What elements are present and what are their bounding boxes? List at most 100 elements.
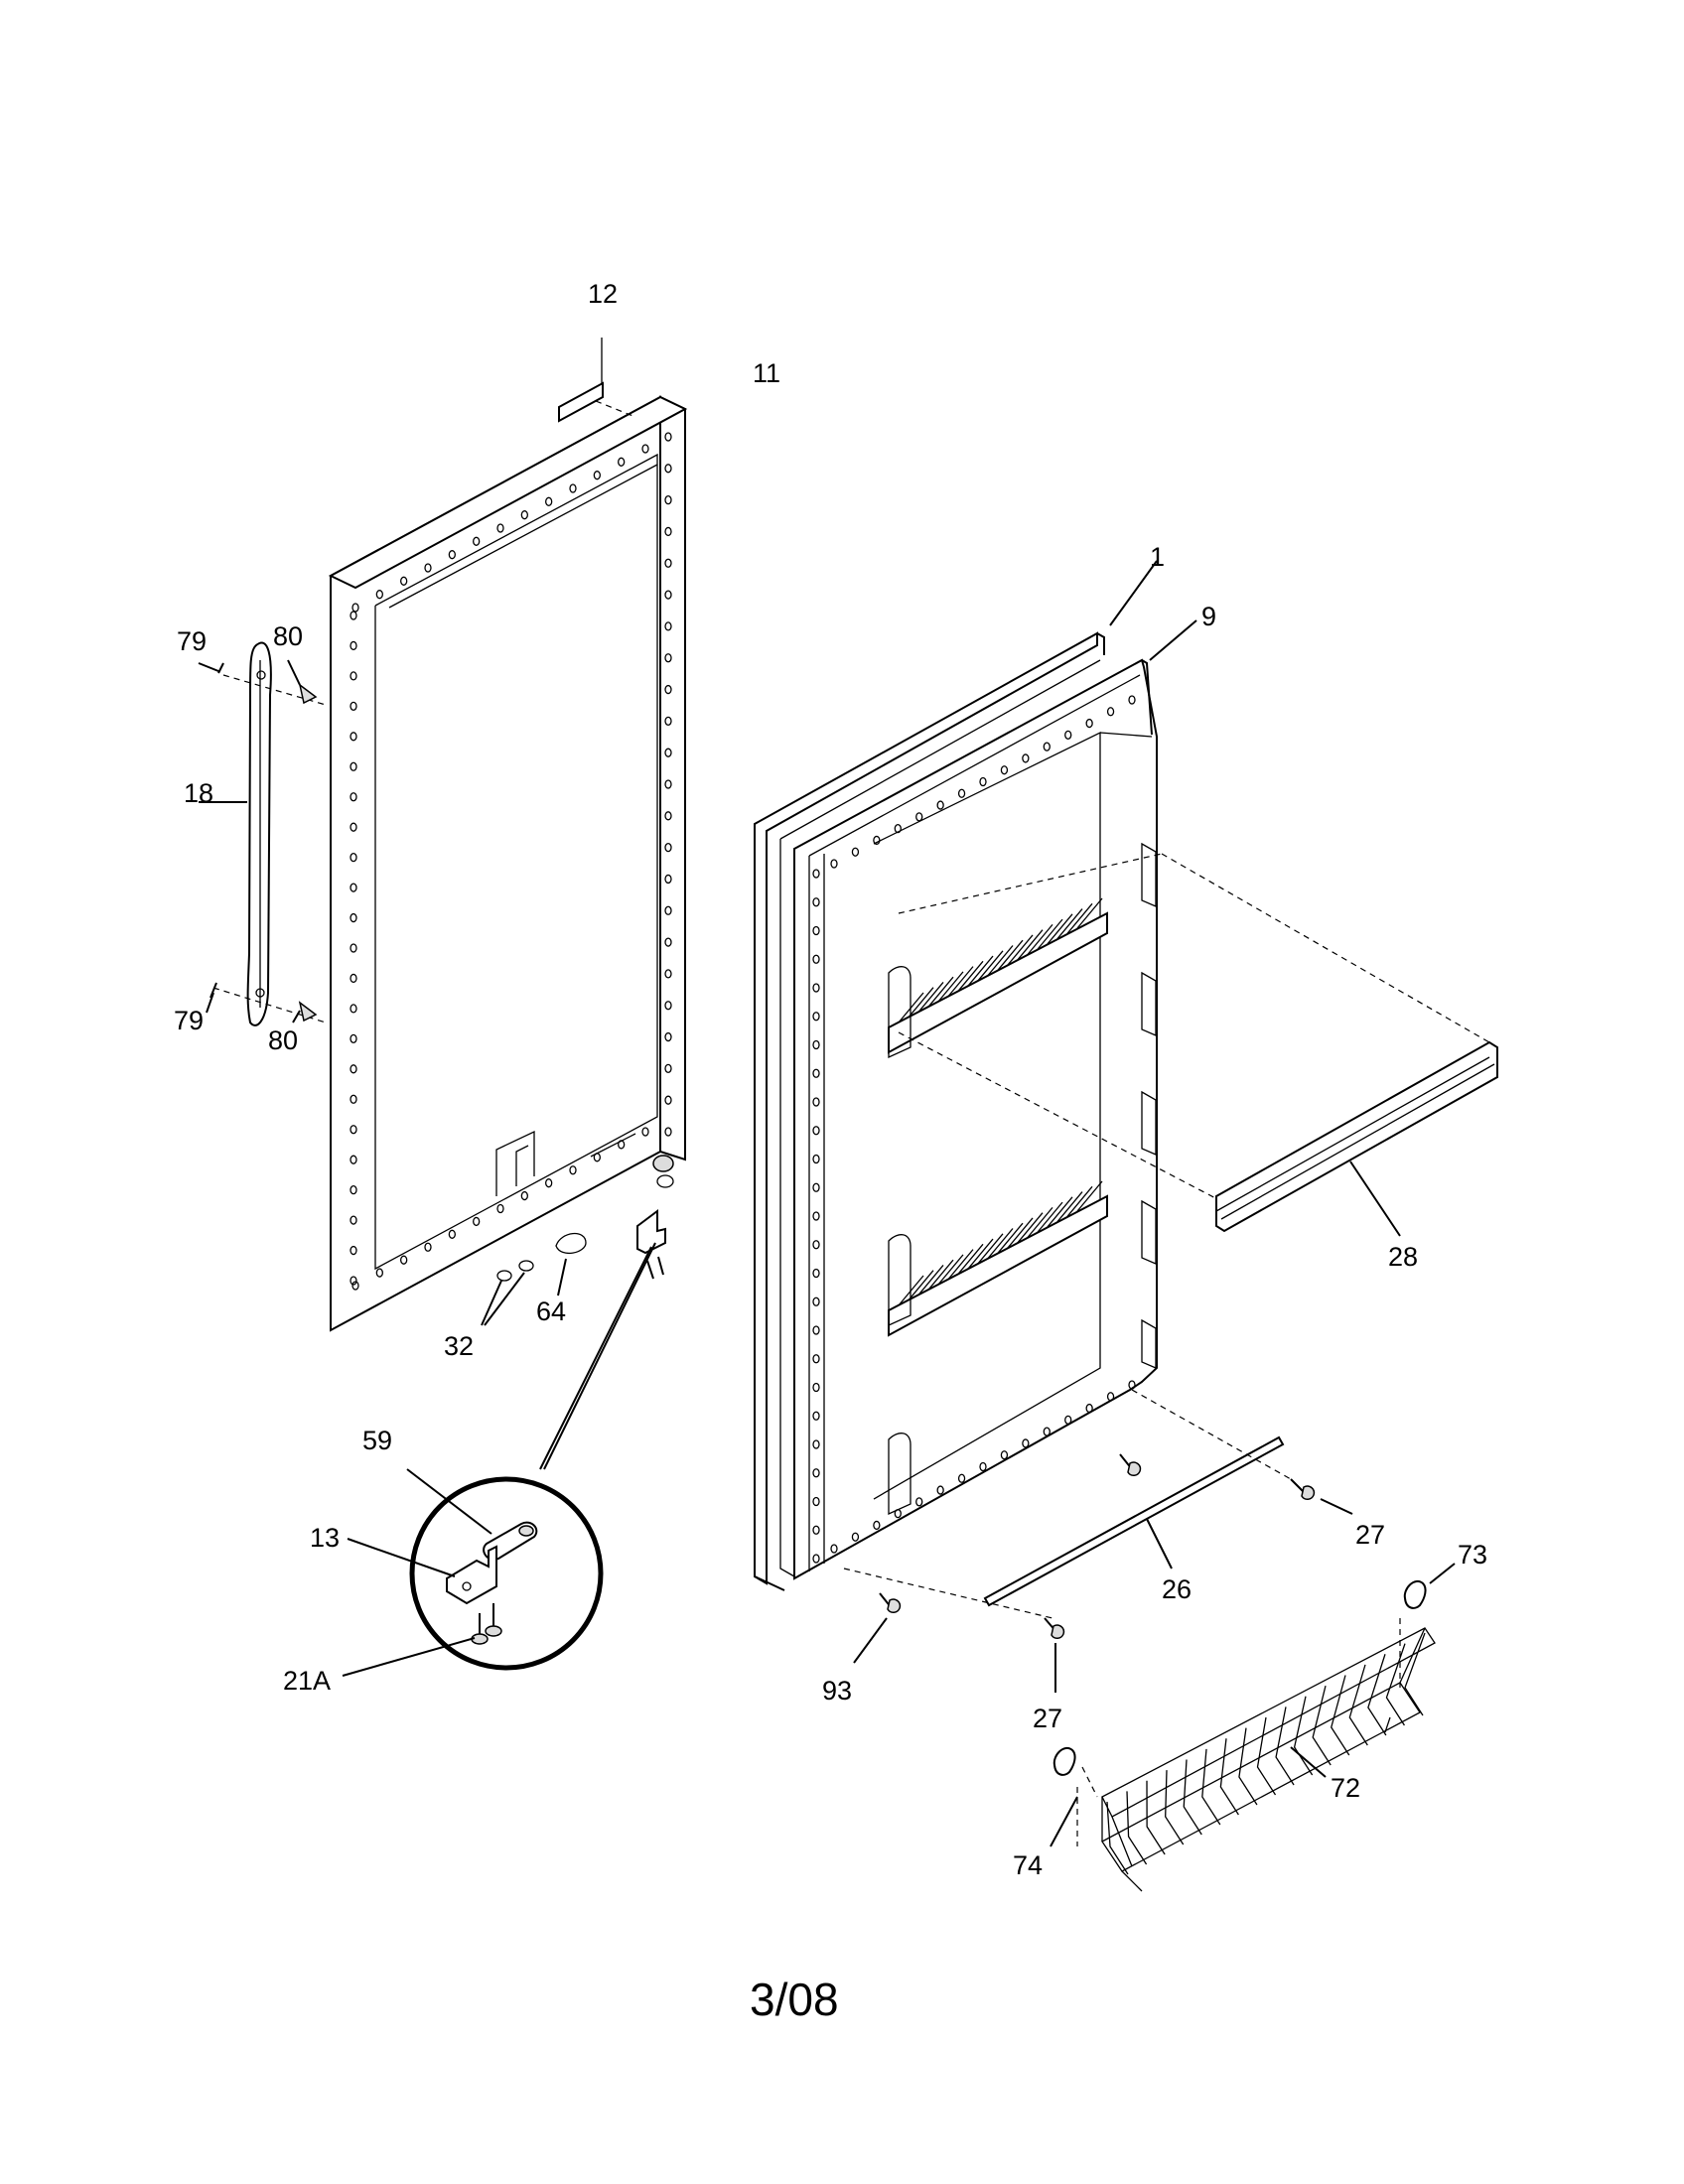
door-hole: [1000, 765, 1009, 775]
top-tab-part: [558, 338, 636, 423]
door-hole: [812, 1126, 820, 1136]
door-hole: [664, 653, 672, 663]
door-hole: [350, 1245, 357, 1256]
door-hole: [350, 640, 357, 651]
door-hole: [350, 732, 357, 742]
door-hole: [873, 1520, 881, 1531]
part-label-79-top: 79: [177, 626, 207, 656]
part-label-26: 26: [1162, 1574, 1192, 1604]
door-hole: [873, 835, 881, 846]
rack-tooth: [937, 971, 964, 1003]
door-hole: [351, 603, 359, 613]
rack-tooth: [1037, 918, 1063, 950]
door-hole: [641, 444, 649, 454]
part-label-9: 9: [1201, 602, 1216, 631]
basket-wire: [1404, 1632, 1426, 1716]
basket-wire: [1201, 1748, 1221, 1826]
rack-tooth: [927, 976, 954, 1008]
door-hole: [664, 684, 672, 695]
rack-tooth: [947, 966, 974, 998]
door-hole: [664, 874, 672, 885]
door-hole: [569, 1165, 577, 1175]
door-hole: [851, 1532, 860, 1542]
door-hole: [812, 869, 820, 879]
bottom-rail-and-screws: [843, 1389, 1353, 1693]
basket-wire: [1331, 1675, 1350, 1756]
rack-tooth: [908, 987, 934, 1019]
door-hole: [812, 1382, 820, 1393]
door-hole: [473, 1216, 481, 1227]
door-hole: [936, 1485, 944, 1495]
door-hole: [664, 937, 672, 947]
door-hole: [350, 1215, 357, 1225]
door-hole: [424, 1242, 432, 1252]
door-hole: [664, 1127, 672, 1137]
part-label-93: 93: [822, 1676, 852, 1706]
rack-tooth: [917, 982, 944, 1013]
basket-support-right: [1399, 1563, 1456, 1688]
basket-wire: [1183, 1759, 1202, 1836]
basket-wire: [1348, 1664, 1368, 1746]
part-label-21a: 21A: [283, 1666, 331, 1696]
door-hole: [812, 1325, 820, 1335]
part-label-59: 59: [362, 1426, 392, 1455]
door-hole: [664, 558, 672, 568]
door-hole: [350, 761, 357, 771]
door-hole: [664, 748, 672, 757]
door-hole: [851, 847, 860, 857]
rack-tooth: [997, 939, 1024, 971]
part-label-1: 1: [1150, 542, 1165, 572]
door-hole: [664, 464, 672, 474]
door-hole: [812, 1268, 820, 1279]
wire-basket: [1101, 1627, 1436, 1892]
door-hole: [496, 1203, 504, 1214]
door-hole: [1043, 742, 1051, 751]
door-hole: [593, 471, 601, 480]
part-label-18: 18: [184, 778, 213, 808]
liner-holes: [812, 695, 1136, 1564]
rack-tooth: [967, 1238, 994, 1270]
rack-tooth: [1027, 1206, 1053, 1238]
door-handle: [199, 641, 272, 1026]
rack-tooth: [1027, 923, 1053, 955]
part-label-12: 12: [588, 279, 618, 309]
door-hole: [641, 1127, 649, 1137]
door-hole: [915, 812, 923, 822]
part-label-13: 13: [310, 1523, 340, 1553]
door-hole: [350, 1276, 357, 1286]
door-hole: [351, 1281, 359, 1291]
door-hole: [915, 1497, 923, 1507]
door-hole: [664, 905, 672, 915]
door-hole: [1128, 695, 1136, 705]
door-hole: [664, 526, 672, 537]
door-gasket-frame: [754, 560, 1158, 1591]
basket-wire: [1219, 1738, 1239, 1816]
door-hole: [1106, 1392, 1115, 1402]
door-hole: [1085, 1403, 1093, 1414]
door-hole: [350, 1004, 357, 1014]
door-hole: [812, 1068, 820, 1078]
rack-tooth: [1076, 1180, 1103, 1212]
door-hole: [350, 1064, 357, 1074]
basket-wire: [1238, 1727, 1258, 1806]
door-hole: [350, 611, 357, 620]
handle-fasteners: [198, 659, 327, 1024]
rack-tooth: [917, 1265, 944, 1296]
door-hole: [957, 788, 966, 798]
rack-tooth: [1056, 908, 1083, 939]
part-label-80-top: 80: [273, 621, 303, 651]
door-hole: [545, 496, 553, 506]
door-hole: [593, 1153, 601, 1162]
rack-tooth: [957, 1243, 984, 1275]
door-hole: [473, 536, 481, 546]
hinge-detail-circle: [342, 1468, 604, 1677]
door-hole: [812, 1468, 820, 1478]
door-hole: [979, 776, 987, 787]
door-hole: [350, 1033, 357, 1044]
door-hole: [350, 1155, 357, 1164]
door-hole: [520, 510, 528, 520]
part-label-27-bottom: 27: [1033, 1704, 1062, 1733]
footer-date-code: 3/08: [750, 1974, 839, 2025]
part-label-72: 72: [1331, 1773, 1360, 1803]
